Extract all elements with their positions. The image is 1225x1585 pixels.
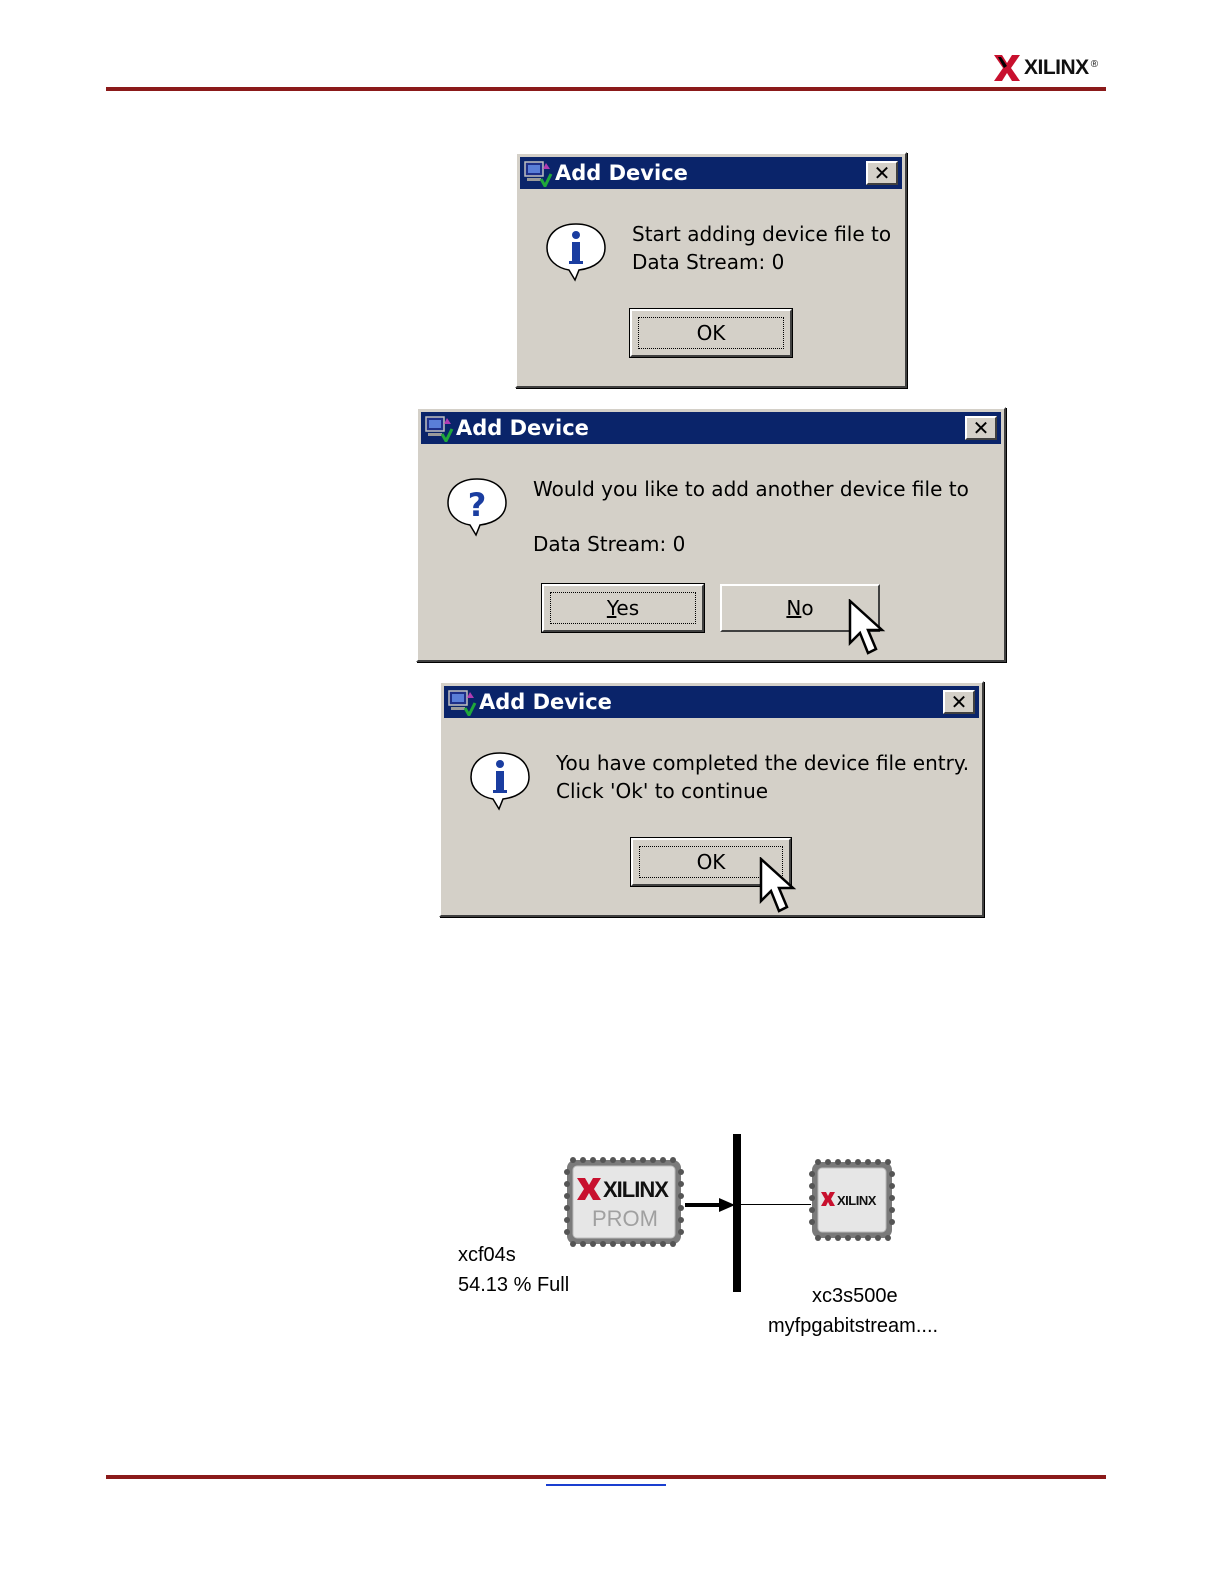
add-device-dialog-another: Add Device ✕ ? Would you like to add ano… (416, 407, 1006, 662)
yes-button[interactable]: Yes (542, 584, 704, 632)
add-device-dialog-start: Add Device ✕ Start adding device file to… (515, 152, 907, 388)
impact-app-icon (424, 414, 454, 442)
prom-device-name: xcf04s (458, 1240, 516, 1270)
jtag-chain-bar (733, 1134, 741, 1292)
message-line-1: Start adding device file to (632, 220, 891, 248)
xilinx-mark-icon (992, 53, 1022, 83)
message-line-2: Data Stream: 0 (533, 530, 685, 558)
add-device-dialog-complete: Add Device ✕ You have completed the devi… (439, 681, 984, 917)
ok-button[interactable]: OK (630, 309, 792, 357)
close-button[interactable]: ✕ (866, 161, 898, 185)
message-line-1: Would you like to add another device fil… (533, 475, 969, 503)
close-button[interactable]: ✕ (943, 690, 975, 714)
title-bar[interactable]: Add Device ✕ (444, 686, 979, 718)
dialog-title: Add Device (479, 690, 612, 714)
question-icon: ? (442, 475, 512, 537)
message-line-1: You have completed the device file entry… (556, 749, 969, 777)
title-bar[interactable]: Add Device ✕ (421, 412, 1001, 444)
no-label: No (786, 596, 813, 620)
xilinx-logo: XILINX ® (992, 52, 1098, 84)
fpga-brand: XILINX (837, 1186, 876, 1216)
message-line-2: Data Stream: 0 (632, 248, 784, 276)
close-icon: ✕ (874, 163, 891, 183)
registered-mark: ® (1091, 59, 1098, 70)
footer-link-underline[interactable] (546, 1484, 666, 1486)
impact-app-icon (447, 688, 477, 716)
fpga-bitstream-file: myfpgabitstream.... (768, 1311, 938, 1341)
focus-rect (638, 317, 784, 349)
prom-sub-label: PROM (592, 1204, 658, 1234)
info-icon (465, 749, 535, 811)
prom-brand: XILINX (603, 1175, 668, 1205)
dialog-title: Add Device (456, 416, 589, 440)
impact-app-icon (523, 159, 553, 187)
mouse-pointer-icon (848, 599, 888, 657)
fpga-device-name: xc3s500e (812, 1281, 898, 1311)
focus-rect (550, 592, 696, 624)
svg-text:?: ? (468, 486, 487, 524)
header-rule (106, 87, 1106, 91)
message-line-2: Click 'Ok' to continue (556, 777, 768, 805)
close-icon: ✕ (973, 418, 990, 438)
close-button[interactable]: ✕ (965, 416, 997, 440)
title-bar[interactable]: Add Device ✕ (520, 157, 902, 189)
info-icon (541, 220, 611, 282)
close-icon: ✕ (951, 692, 968, 712)
dialog-title: Add Device (555, 161, 688, 185)
connection-arrow (685, 1195, 737, 1215)
mouse-pointer-icon (759, 857, 799, 915)
connection-line (741, 1204, 811, 1205)
logo-text: XILINX (1024, 56, 1089, 80)
prom-usage: 54.13 % Full (458, 1270, 569, 1300)
footer-rule (106, 1475, 1106, 1479)
